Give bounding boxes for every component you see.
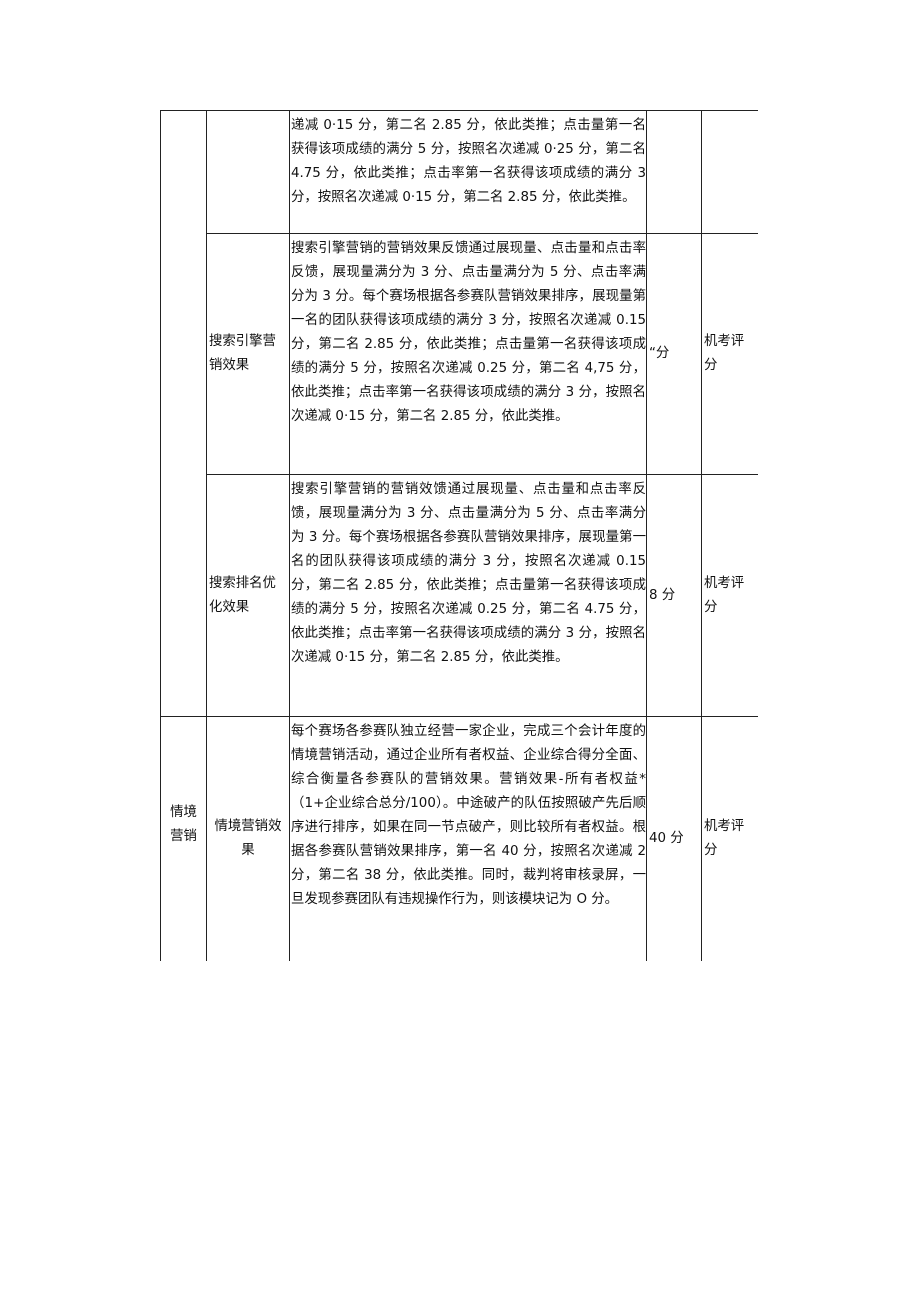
table-row: 搜索引擎营销效果 搜索引擎营销的营销效果反馈通过展现量、点击量和点击率反馈，展现… bbox=[161, 233, 758, 475]
item-cell-continued bbox=[206, 110, 290, 234]
method-label: 机考评分 bbox=[704, 334, 745, 373]
score-value: 40 分 bbox=[649, 831, 684, 846]
score-cell: 8 分 bbox=[646, 474, 702, 717]
method-cell: 机考评分 bbox=[701, 474, 758, 717]
method-label: 机考评分 bbox=[704, 575, 745, 615]
score-cell: “分 bbox=[646, 233, 702, 475]
item-cell: 搜索排名优化效果 bbox=[206, 474, 290, 717]
description-cell: 搜索引擎营销的营销效馈通过展现量、点击量和点击率反馈，展现量满分为 3 分、点击… bbox=[289, 474, 647, 717]
description-text: 搜索引擎营销的营销效馈通过展现量、点击量和点击率反馈，展现量满分为 3 分、点击… bbox=[291, 482, 646, 665]
score-cell bbox=[646, 110, 702, 234]
description-cell: 每个赛场各参赛队独立经营一家企业，完成三个会计年度的情境营销活动，通过企业所有者… bbox=[289, 716, 647, 961]
item-cell: 情境营销效果 bbox=[206, 716, 290, 961]
table-row: 搜索排名优化效果 搜索引擎营销的营销效馈通过展现量、点击量和点击率反馈，展现量满… bbox=[161, 474, 758, 717]
score-value: 8 分 bbox=[649, 587, 676, 603]
method-cell: 机考评分 bbox=[701, 716, 758, 961]
item-label: 情境营销效果 bbox=[214, 819, 282, 858]
module-cell: 情境营销 bbox=[160, 716, 207, 961]
item-label: 搜索排名优化效果 bbox=[209, 575, 276, 615]
item-label: 搜索引擎营销效果 bbox=[209, 334, 276, 373]
method-cell: 机考评分 bbox=[701, 233, 758, 475]
description-text: 搜索引擎营销的营销效果反馈通过展现量、点击量和点击率反馈，展现量满分为 3 分、… bbox=[291, 241, 646, 424]
description-cell: 递减 0·15 分，第二名 2.85 分，依此类推；点击量第一名获得该项成绩的满… bbox=[289, 110, 647, 234]
scoring-table: 递减 0·15 分，第二名 2.85 分，依此类推；点击量第一名获得该项成绩的满… bbox=[160, 110, 758, 961]
table-row: 情境营销 情境营销效果 每个赛场各参赛队独立经营一家企业，完成三个会计年度的情境… bbox=[160, 716, 758, 961]
module-label: 情境营销 bbox=[170, 805, 197, 844]
method-cell bbox=[701, 110, 758, 234]
item-cell: 搜索引擎营销效果 bbox=[206, 233, 290, 475]
description-cell: 搜索引擎营销的营销效果反馈通过展现量、点击量和点击率反馈，展现量满分为 3 分、… bbox=[289, 233, 647, 475]
method-label: 机考评分 bbox=[704, 819, 745, 858]
module-cell-marketing bbox=[160, 110, 207, 717]
score-cell: 40 分 bbox=[646, 716, 702, 961]
table-row: 递减 0·15 分，第二名 2.85 分，依此类推；点击量第一名获得该项成绩的满… bbox=[160, 110, 758, 717]
description-text: 每个赛场各参赛队独立经营一家企业，完成三个会计年度的情境营销活动，通过企业所有者… bbox=[291, 724, 646, 907]
description-text: 递减 0·15 分，第二名 2.85 分，依此类推；点击量第一名获得该项成绩的满… bbox=[291, 118, 646, 205]
score-value: “分 bbox=[649, 346, 670, 361]
